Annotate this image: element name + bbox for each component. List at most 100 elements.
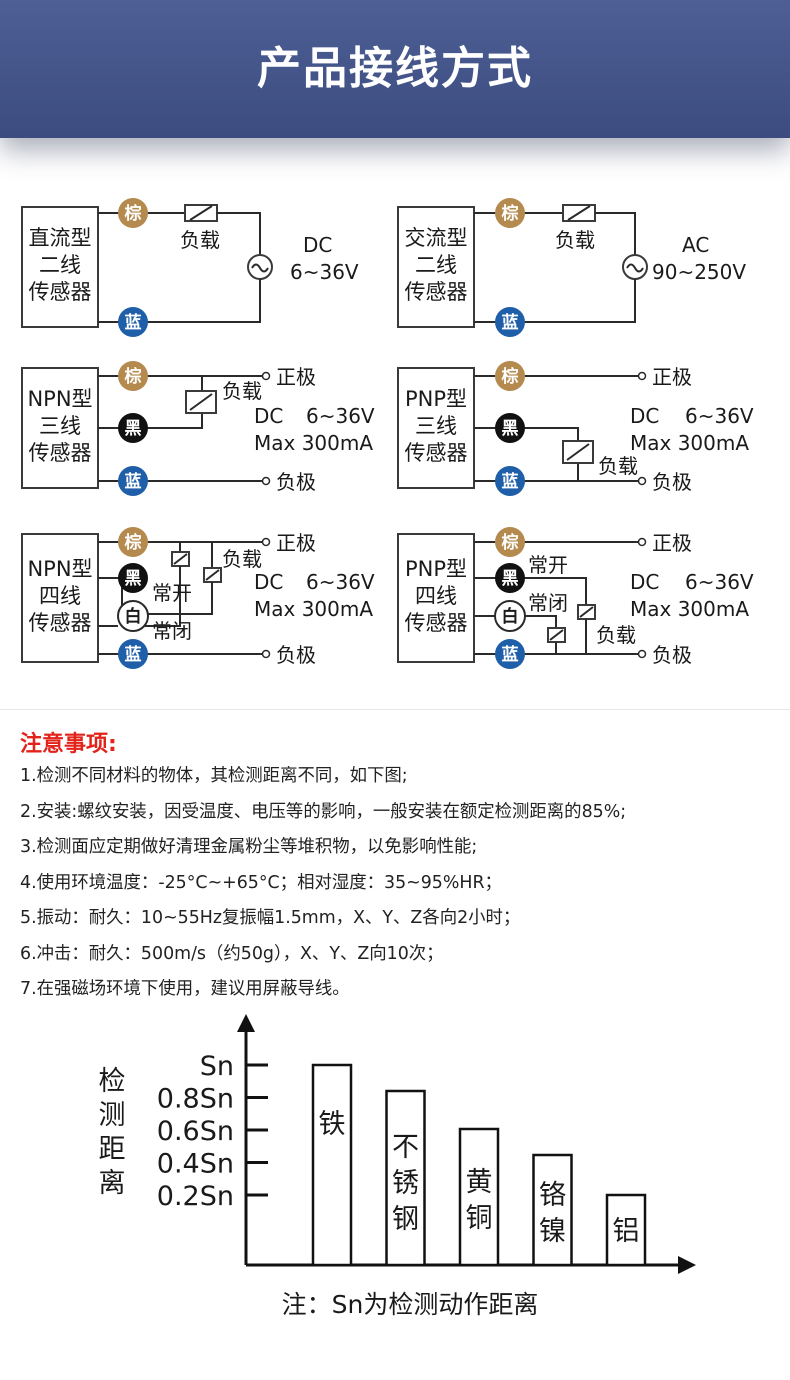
bar-label: 铬 [539,1180,566,1211]
bar-label: 镍 [539,1216,566,1247]
black-wire-label: 黑 [502,569,519,589]
positive-label: 正极 [652,531,692,555]
y-tick-label: 0.8Sn [157,1084,234,1115]
note-item: 4.使用环境温度：-25°C~+65°C；相对湿度：35~95%HR； [20,872,502,893]
dc-label: DC [630,404,659,428]
note-item: 1.检测不同材料的物体，其检测距离不同，如下图; [20,766,408,786]
y-tick-label: 0.4Sn [157,1149,234,1180]
y-tick-label: 0.6Sn [157,1116,234,1147]
sensor-name-line3: 传感器 [405,611,468,635]
dc-label: DC [630,570,659,594]
brown-wire-icon [495,198,525,228]
black-wire-icon [118,563,148,593]
brown-wire-label: 棕 [502,203,519,224]
y-axis-label: 检 [99,1066,126,1097]
sensor-name-line2: 二线 [415,253,457,277]
bar-label: 黄 [466,1167,493,1198]
max-current-label: Max 300mA [630,597,749,621]
dc-label: DC [254,570,283,594]
brown-wire-icon [118,527,148,557]
sensor-name-line3: 传感器 [405,441,468,465]
blue-wire-icon [118,466,148,496]
blue-wire-icon [495,466,525,496]
sensor-name-line1: PNP型 [405,557,467,581]
dc-label: DC [303,233,332,257]
pnp-three-wire-diagram: PNP型 三线 传感器 负载 正极 负极 DC 6~36V Max 300mA … [397,361,754,496]
voltage-label: 6~36V [306,404,375,428]
notes-title: 注意事项: [20,732,117,757]
positive-label: 正极 [276,365,316,389]
sensor-box [21,206,99,328]
black-wire-label: 黑 [125,569,142,589]
wiring-diagrams: 直流型 二线 传感器 负载 DC 6~36V 棕 蓝 交流型 二线 传感器 负载… [21,198,754,669]
negative-label: 负极 [276,643,316,667]
negative-terminal [637,649,647,659]
negative-terminal [261,476,271,486]
sensor-name-line2: 二线 [39,253,81,277]
dc-label: DC [254,404,283,428]
positive-label: 正极 [276,531,316,555]
brown-wire-icon [495,527,525,557]
blue-wire-icon [118,639,148,669]
y-axis-label: 距 [99,1134,126,1165]
blue-wire-icon [495,307,525,337]
sensor-name-line1: 直流型 [29,226,92,250]
positive-terminal [261,537,271,547]
bar [605,1193,647,1267]
load-label: 负载 [222,547,262,571]
sensor-name-line3: 传感器 [29,611,92,635]
blue-wire-label: 蓝 [125,313,142,333]
black-wire-label: 黑 [125,419,142,439]
load-label: 负载 [555,228,595,252]
voltage-label: 6~36V [306,570,375,594]
bar-label: 铁 [319,1109,346,1140]
max-current-label: Max 300mA [254,431,373,455]
detection-distance-chart: Sn0.8Sn0.6Sn0.4Sn0.2Sn检测距离铁不锈钢黄铜铬镍铝注：Sn为… [99,1014,696,1319]
voltage-label: 90~250V [652,260,746,284]
sensor-box [397,533,475,663]
negative-terminal [261,649,271,659]
bar-label: 钢 [392,1204,419,1235]
negative-label: 负极 [652,643,692,667]
nc-label: 常闭 [528,591,568,615]
brown-wire-icon [495,361,525,391]
sensor-name-line2: 四线 [39,584,81,608]
sensor-name-line2: 三线 [39,414,81,438]
max-current-label: Max 300mA [630,431,749,455]
y-tick-label: Sn [200,1051,234,1082]
sensor-name-line1: NPN型 [27,557,92,581]
blue-wire-label: 蓝 [125,645,142,665]
bar [311,1063,353,1267]
bar [532,1153,573,1267]
load-label: 负载 [596,623,636,647]
positive-terminal [637,371,647,381]
no-label: 常开 [528,553,568,577]
header-banner: 产品接线方式 [0,0,790,138]
blue-wire-label: 蓝 [502,472,519,492]
negative-label: 负极 [276,470,316,494]
note-item: 2.安装:螺纹安装，因受温度、电压等的影响，一般安装在额定检测距离的85%; [20,801,627,822]
section-divider [0,697,790,710]
x-axis-arrow-icon [678,1256,696,1274]
positive-label: 正极 [652,365,692,389]
black-wire-label: 黑 [502,419,519,439]
sensor-name-line3: 传感器 [29,441,92,465]
note-item: 6.冲击：耐久：500m/s（约50g），X、Y、Z向10次； [20,943,444,964]
max-current-label: Max 300mA [254,597,373,621]
blue-wire-label: 蓝 [125,472,142,492]
npn-four-wire-diagram: NPN型 四线 传感器 常开 常闭 负载 正极 负极 DC 6~36V Max … [21,527,375,669]
sensor-name-line1: PNP型 [405,387,467,411]
positive-terminal [261,371,271,381]
voltage-label: 6~36V [685,570,754,594]
nc-label: 常闭 [152,619,192,643]
blue-wire-icon [495,639,525,669]
blue-wire-label: 蓝 [502,645,519,665]
sensor-name-line2: 三线 [415,414,457,438]
black-wire-icon [118,413,148,443]
blue-wire-icon [118,307,148,337]
brown-wire-label: 棕 [502,532,519,553]
sensor-box [397,206,475,328]
load-label: 负载 [180,228,220,252]
white-wire-icon [494,600,526,632]
voltage-label: 6~36V [290,260,359,284]
